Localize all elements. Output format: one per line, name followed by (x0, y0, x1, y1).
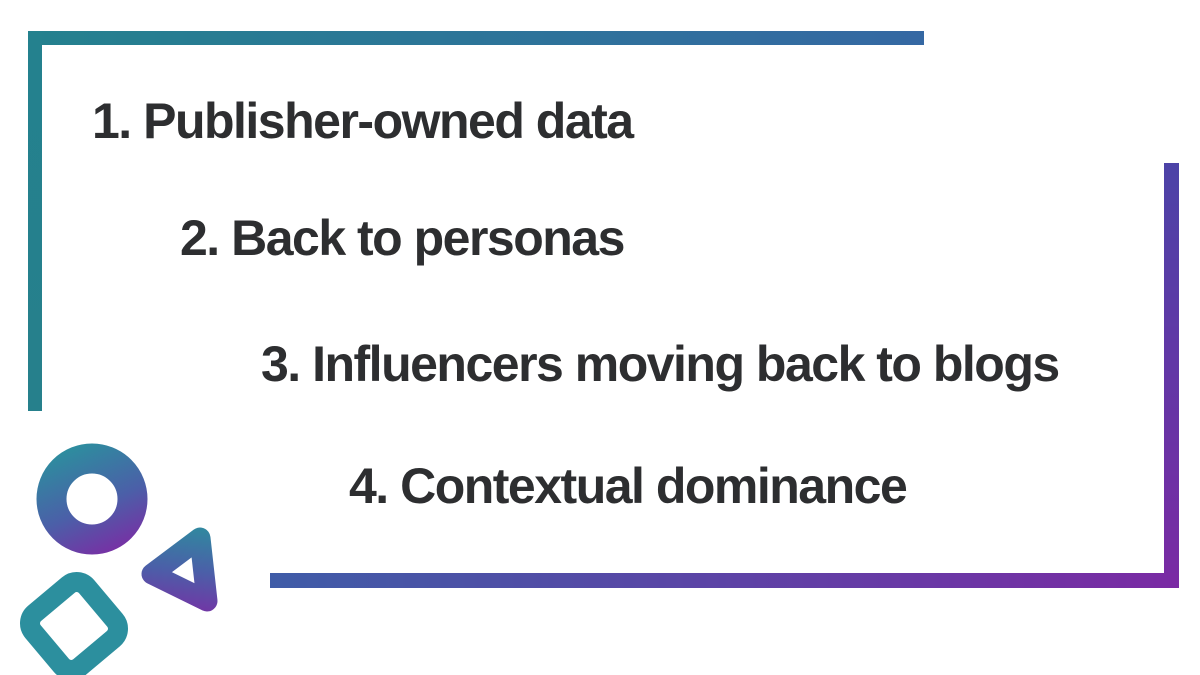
list-item-3: 3. Influencers moving back to blogs (261, 336, 1060, 392)
circle-outline-icon (36, 443, 148, 555)
triangle-outline-icon (141, 527, 218, 612)
shapes-logo (20, 443, 218, 675)
rounded-square-outline-icon (20, 572, 128, 675)
list-item-4: 4. Contextual dominance (349, 458, 908, 514)
list-item-1: 1. Publisher-owned data (92, 93, 634, 149)
frame-right-bar (1164, 163, 1179, 588)
frame-top-bar (28, 31, 924, 45)
frame-bottom-bar (270, 573, 1179, 588)
list-item-2: 2. Back to personas (180, 210, 625, 266)
frame-left-bar (28, 31, 42, 411)
